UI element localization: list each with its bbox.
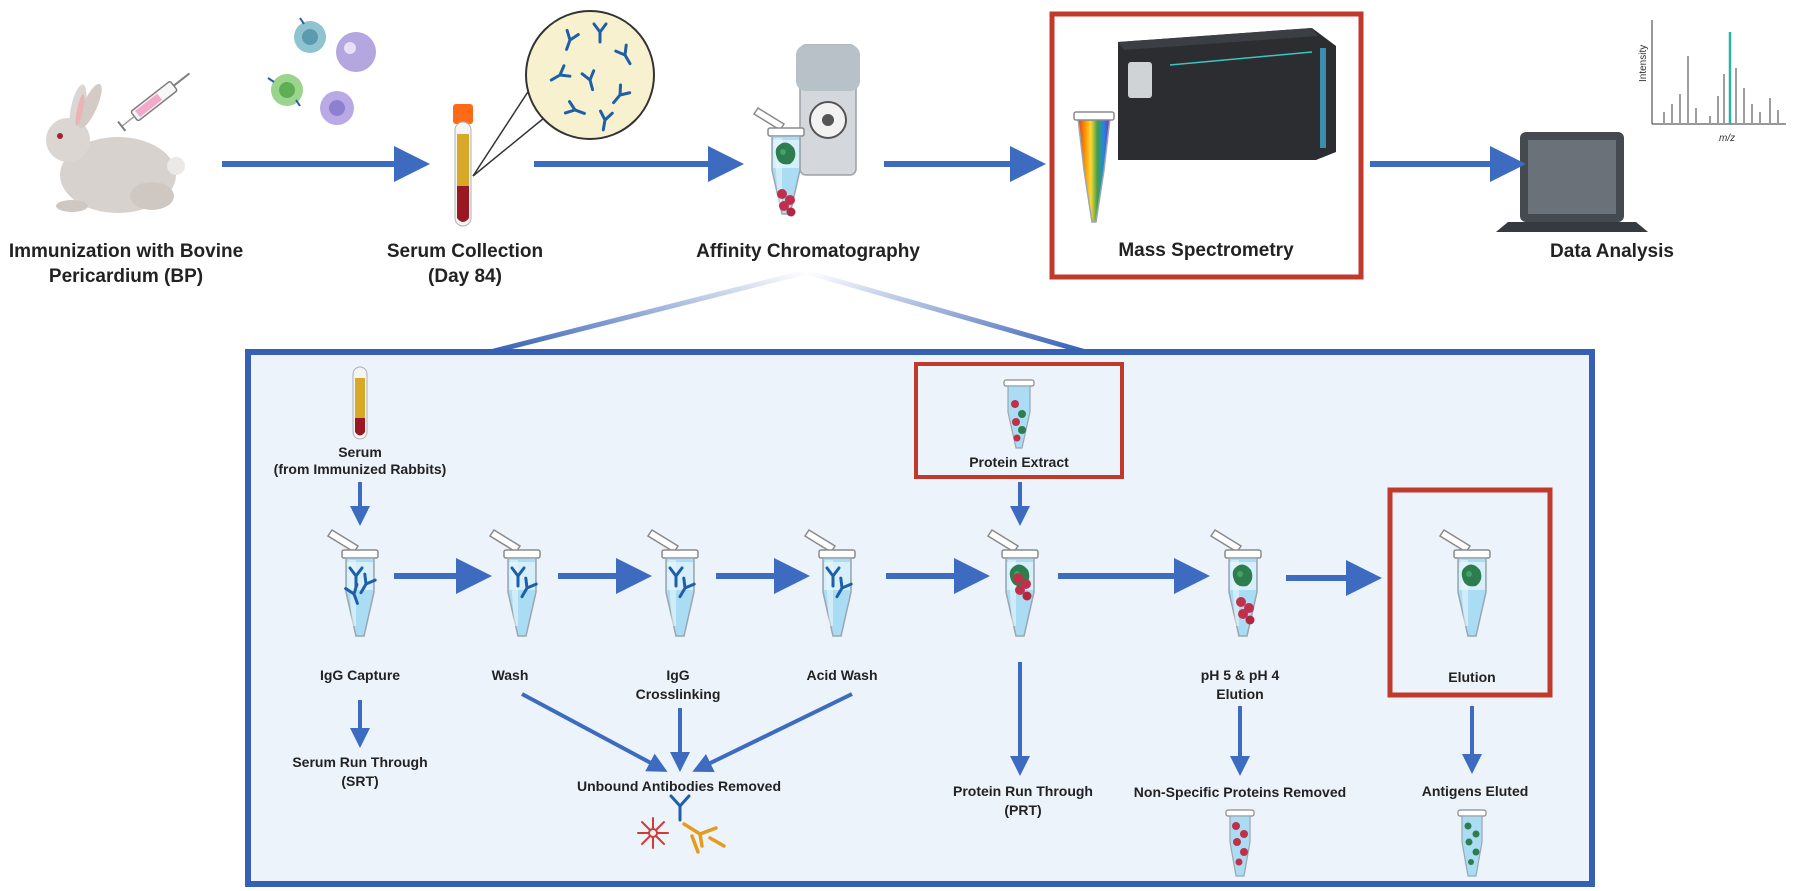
step-label-ph-elution: pH 5 & pH 4 <box>1201 667 1280 683</box>
zoom-line-right <box>805 269 1087 355</box>
mass-spectrum-plot: Intensity m/z <box>1638 20 1786 144</box>
arrow-wash-to-unbound <box>521 692 668 772</box>
affinity-detail-panel <box>245 349 1595 887</box>
protein-extract-tube <box>1003 379 1035 449</box>
unbound-antibody-icon <box>669 794 691 822</box>
protein-extract-highlight <box>914 362 1124 479</box>
syringe-icon <box>117 72 191 132</box>
output-label-antigens-eluted: Antigens Eluted <box>1422 783 1529 799</box>
blood-tube-icon <box>453 104 473 227</box>
step-label-immunization-sub: Pericardium (BP) <box>49 266 203 287</box>
step-label-ph-elution-sub: Elution <box>1216 686 1263 702</box>
step-label-acid-wash: Acid Wash <box>806 667 877 683</box>
step-label-serum-collection-sub: (Day 84) <box>428 266 502 287</box>
zoom-line-left <box>489 269 807 355</box>
step-label-crosslinking: Crosslinking <box>636 686 721 702</box>
step-label-data-analysis: Data Analysis <box>1550 241 1674 262</box>
protein-extract-label: Protein Extract <box>969 454 1069 470</box>
serum-input-sublabel: (from Immunized Rabbits) <box>274 461 447 477</box>
output-label-nonspecific: Non-Specific Proteins Removed <box>1134 784 1346 800</box>
step-label-igg: IgG <box>666 667 689 683</box>
step-label-wash: Wash <box>492 667 529 683</box>
elution-highlight <box>1387 487 1553 698</box>
rainbow-tube-icon <box>1073 111 1115 223</box>
output-label-prt: Protein Run Through <box>953 783 1093 799</box>
step-label-affinity-chromatography: Affinity Chromatography <box>696 241 920 262</box>
serum-input-label: Serum <box>338 444 382 460</box>
arrow-acid-wash-to-unbound <box>692 692 853 772</box>
step-label-serum-collection: Serum Collection <box>387 241 543 262</box>
spectrum-x-label: m/z <box>1719 133 1735 144</box>
serum-input-tube <box>352 366 368 440</box>
mass-spectrometer-icon <box>1118 28 1336 160</box>
mass-spectrometry-highlight <box>1049 11 1364 280</box>
output-label-prt-sub: (PRT) <box>1004 802 1041 818</box>
eluted-antigen-tube <box>1457 809 1487 877</box>
antibody-magnifier-icon <box>472 10 655 177</box>
step-label-igg-capture: IgG Capture <box>320 667 400 683</box>
nonspecific-protein-tube <box>1225 809 1255 877</box>
step-label-elution: Elution <box>1448 669 1495 685</box>
iga-antibody-icon <box>682 822 726 854</box>
laptop-icon <box>1496 132 1648 232</box>
output-label-srt: Serum Run Through <box>292 754 427 770</box>
step-label-mass-spectrometry: Mass Spectrometry <box>1118 240 1294 261</box>
output-label-srt-sub: (SRT) <box>341 773 378 789</box>
rabbit-icon <box>46 83 185 213</box>
spectrum-y-label: Intensity <box>1638 45 1649 82</box>
immune-cells-icon <box>267 17 376 125</box>
igm-antibody-icon <box>637 817 669 849</box>
step-label-immunization: Immunization with Bovine <box>9 241 243 262</box>
centrifuge-icon <box>753 44 860 217</box>
output-label-unbound: Unbound Antibodies Removed <box>577 778 781 794</box>
